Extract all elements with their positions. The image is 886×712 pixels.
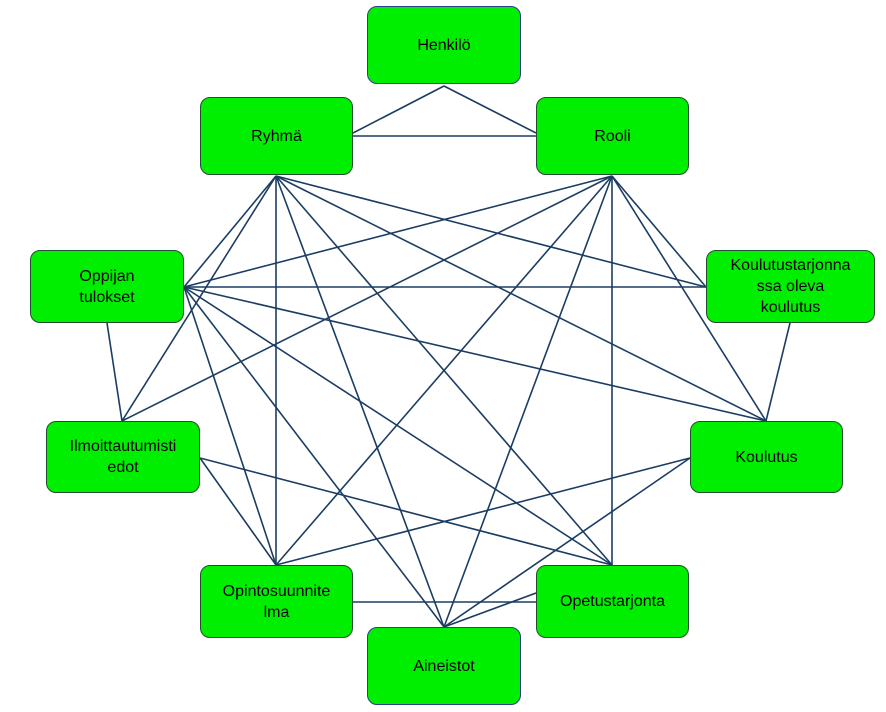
node-ilmoittautumistiedot[interactable]: Ilmoittautumisti edot (46, 421, 200, 493)
node-label: Ryhmä (251, 127, 302, 145)
edge-ryhma-ilmoittautumistiedot (121, 175, 277, 422)
edge-koulutus-opintosuunnitelma (275, 457, 691, 566)
edge-ryhma-oppijan_tulokset (183, 175, 277, 288)
edge-rooli-koulutus (611, 175, 767, 422)
edge-henkilo-ryhma (352, 85, 445, 134)
node-koulutus[interactable]: Koulutus (690, 421, 843, 493)
edge-oppijan_tulokset-ilmoittautumistiedot (106, 322, 123, 422)
edge-henkilo-rooli (443, 85, 537, 134)
edge-ryhma-koulutus (275, 175, 767, 422)
node-label: Ilmoittautumisti edot (69, 438, 177, 476)
node-label: Oppijan tulokset (79, 267, 135, 306)
node-label: Opetustarjonta (560, 593, 665, 610)
node-opintosuunnitelma[interactable]: Opintosuunnite lma (200, 565, 353, 638)
edge-ilmoittautumistiedot-opintosuunnitelma (199, 457, 277, 566)
edge-ryhma-koulutustarjonnassa (275, 175, 707, 288)
edge-rooli-koulutustarjonnassa (611, 175, 707, 288)
edge-oppijan_tulokset-koulutus (183, 286, 767, 422)
node-aineistot[interactable]: Aineistot (367, 627, 521, 705)
node-label: Opintosuunnite lma (222, 582, 331, 621)
edge-oppijan_tulokset-opetustarjonta (183, 286, 613, 566)
edge-rooli-opintosuunnitelma (275, 175, 613, 566)
node-oppijan-tulokset[interactable]: Oppijan tulokset (30, 250, 184, 323)
node-label: Henkilö (417, 36, 471, 54)
node-henkilo[interactable]: Henkilö (367, 6, 521, 84)
edge-rooli-oppijan_tulokset (183, 175, 613, 288)
edge-layer (106, 85, 791, 628)
node-ryhma[interactable]: Ryhmä (200, 97, 353, 175)
edge-oppijan_tulokset-aineistot (183, 286, 445, 628)
node-label: Koulutustarjonna ssa oleva koulutus (730, 257, 851, 316)
edge-oppijan_tulokset-opintosuunnitelma (183, 286, 277, 566)
edge-koulutus-aineistot (443, 457, 691, 628)
edge-koulutustarjonnassa-koulutus (765, 322, 791, 422)
edge-ilmoittautumistiedot-opetustarjonta (199, 457, 613, 566)
node-opetustarjonta[interactable]: Opetustarjonta (536, 565, 689, 638)
edge-rooli-aineistot (443, 175, 613, 628)
edge-rooli-ilmoittautumistiedot (121, 175, 613, 422)
node-label: Koulutus (735, 448, 798, 466)
node-label: Rooli (594, 127, 631, 145)
node-label: Aineistot (413, 657, 475, 675)
node-rooli[interactable]: Rooli (536, 97, 689, 175)
node-koulutustarjonnassa-oleva-koulutus[interactable]: Koulutustarjonna ssa oleva koulutus (706, 250, 875, 323)
